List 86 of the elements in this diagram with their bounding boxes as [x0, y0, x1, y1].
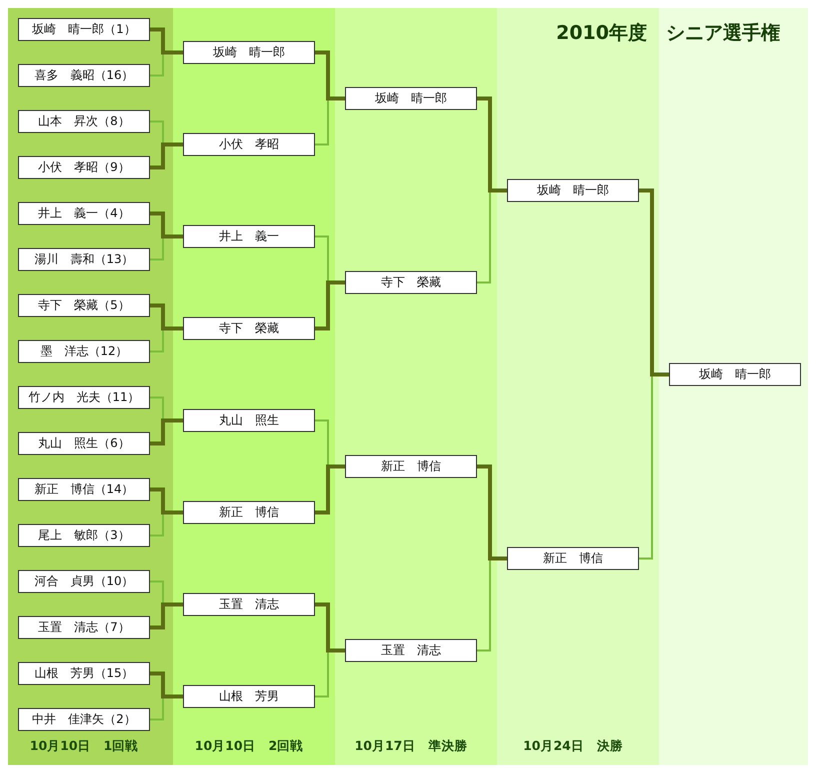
- bracket-line: [315, 236, 329, 280]
- bracket-line: [639, 376, 653, 560]
- round-column: [173, 8, 335, 765]
- bracket-line: [315, 420, 329, 464]
- bracket-line: [477, 464, 492, 558]
- round-date-label: 10月10日 2回戦: [194, 738, 304, 754]
- bracket-line: [315, 50, 330, 98]
- bracket-line: [150, 54, 164, 76]
- player-slot: 山根 芳男（15）: [18, 662, 150, 685]
- round-column: [497, 8, 659, 765]
- bracket-line: [326, 464, 345, 468]
- bracket-line: [150, 304, 165, 328]
- player-slot: 尾上 敏郎（3）: [18, 524, 150, 547]
- bracket-line: [161, 234, 183, 238]
- player-slot: 寺下 榮藏: [345, 271, 477, 294]
- player-slot: 新正 博信: [345, 455, 477, 478]
- bracket-line: [150, 488, 165, 512]
- player-slot: 竹ノ内 光夫（11）: [18, 386, 150, 409]
- bracket-line: [161, 510, 183, 514]
- player-slot: 山本 昇次（8）: [18, 110, 150, 133]
- bracket-line: [161, 50, 183, 54]
- bracket-line: [150, 580, 164, 602]
- player-slot: 小伏 孝昭（9）: [18, 156, 150, 179]
- bracket-line: [650, 372, 669, 376]
- player-slot: 喜多 義昭（16）: [18, 64, 150, 87]
- bracket-line: [150, 28, 165, 52]
- player-slot: 湯川 壽和（13）: [18, 248, 150, 271]
- player-slot: 新正 博信: [183, 501, 315, 524]
- bracket-line: [150, 144, 165, 170]
- bracket-line: [477, 560, 491, 652]
- bracket-line: [150, 604, 165, 630]
- bracket-line: [639, 188, 654, 374]
- bracket-line: [315, 100, 329, 146]
- player-slot: 山根 芳男: [183, 685, 315, 708]
- player-slot: 河合 貞男（10）: [18, 570, 150, 593]
- bracket-line: [150, 420, 165, 446]
- round-date-label: 10月24日 決勝: [522, 738, 624, 754]
- bracket-line: [161, 326, 183, 330]
- bracket-line: [150, 396, 164, 418]
- bracket-line: [150, 120, 164, 142]
- round-column: [335, 8, 497, 765]
- player-slot: 坂崎 晴一郎: [669, 363, 801, 386]
- bracket-line: [315, 466, 330, 514]
- player-slot: 井上 義一: [183, 225, 315, 248]
- bracket-line: [488, 556, 507, 560]
- player-slot: 寺下 榮藏: [183, 317, 315, 340]
- bracket-line: [161, 142, 183, 146]
- bracket-line: [315, 282, 330, 330]
- player-slot: 丸山 照生（6）: [18, 432, 150, 455]
- player-slot: 坂崎 晴一郎: [183, 41, 315, 64]
- bracket-line: [150, 212, 165, 236]
- bracket-line: [477, 96, 492, 190]
- player-slot: 坂崎 晴一郎: [345, 87, 477, 110]
- bracket-line: [315, 652, 329, 698]
- player-slot: 墨 洋志（12）: [18, 340, 150, 363]
- bracket-line: [326, 280, 345, 284]
- round-date-label: 10月10日 1回戦: [28, 738, 140, 754]
- bracket-title: 2010年度 シニア選手権: [555, 21, 780, 46]
- bracket-line: [315, 602, 330, 650]
- player-slot: 寺下 榮藏（5）: [18, 294, 150, 317]
- player-slot: 玉置 清志（7）: [18, 616, 150, 639]
- bracket-line: [326, 648, 345, 652]
- round-column: [659, 8, 808, 765]
- bracket-line: [161, 694, 183, 698]
- bracket-line: [150, 330, 164, 352]
- bracket-line: [477, 192, 491, 284]
- bracket-line: [488, 188, 507, 192]
- bracket-line: [150, 238, 164, 260]
- player-slot: 玉置 清志: [345, 639, 477, 662]
- round-column: [8, 8, 173, 765]
- bracket-line: [326, 96, 345, 100]
- player-slot: 坂崎 晴一郎（1）: [18, 18, 150, 41]
- player-slot: 玉置 清志: [183, 593, 315, 616]
- bracket-line: [161, 418, 183, 422]
- bracket-line: [150, 514, 164, 536]
- player-slot: 中井 佳津矢（2）: [18, 708, 150, 731]
- player-slot: 井上 義一（4）: [18, 202, 150, 225]
- bracket-line: [150, 672, 165, 696]
- player-slot: 丸山 照生: [183, 409, 315, 432]
- player-slot: 新正 博信: [507, 547, 639, 570]
- bracket-line: [161, 602, 183, 606]
- player-slot: 坂崎 晴一郎: [507, 179, 639, 202]
- player-slot: 新正 博信（14）: [18, 478, 150, 501]
- player-slot: 小伏 孝昭: [183, 133, 315, 156]
- round-date-label: 10月17日 準決勝: [354, 738, 468, 754]
- bracket-line: [150, 698, 164, 720]
